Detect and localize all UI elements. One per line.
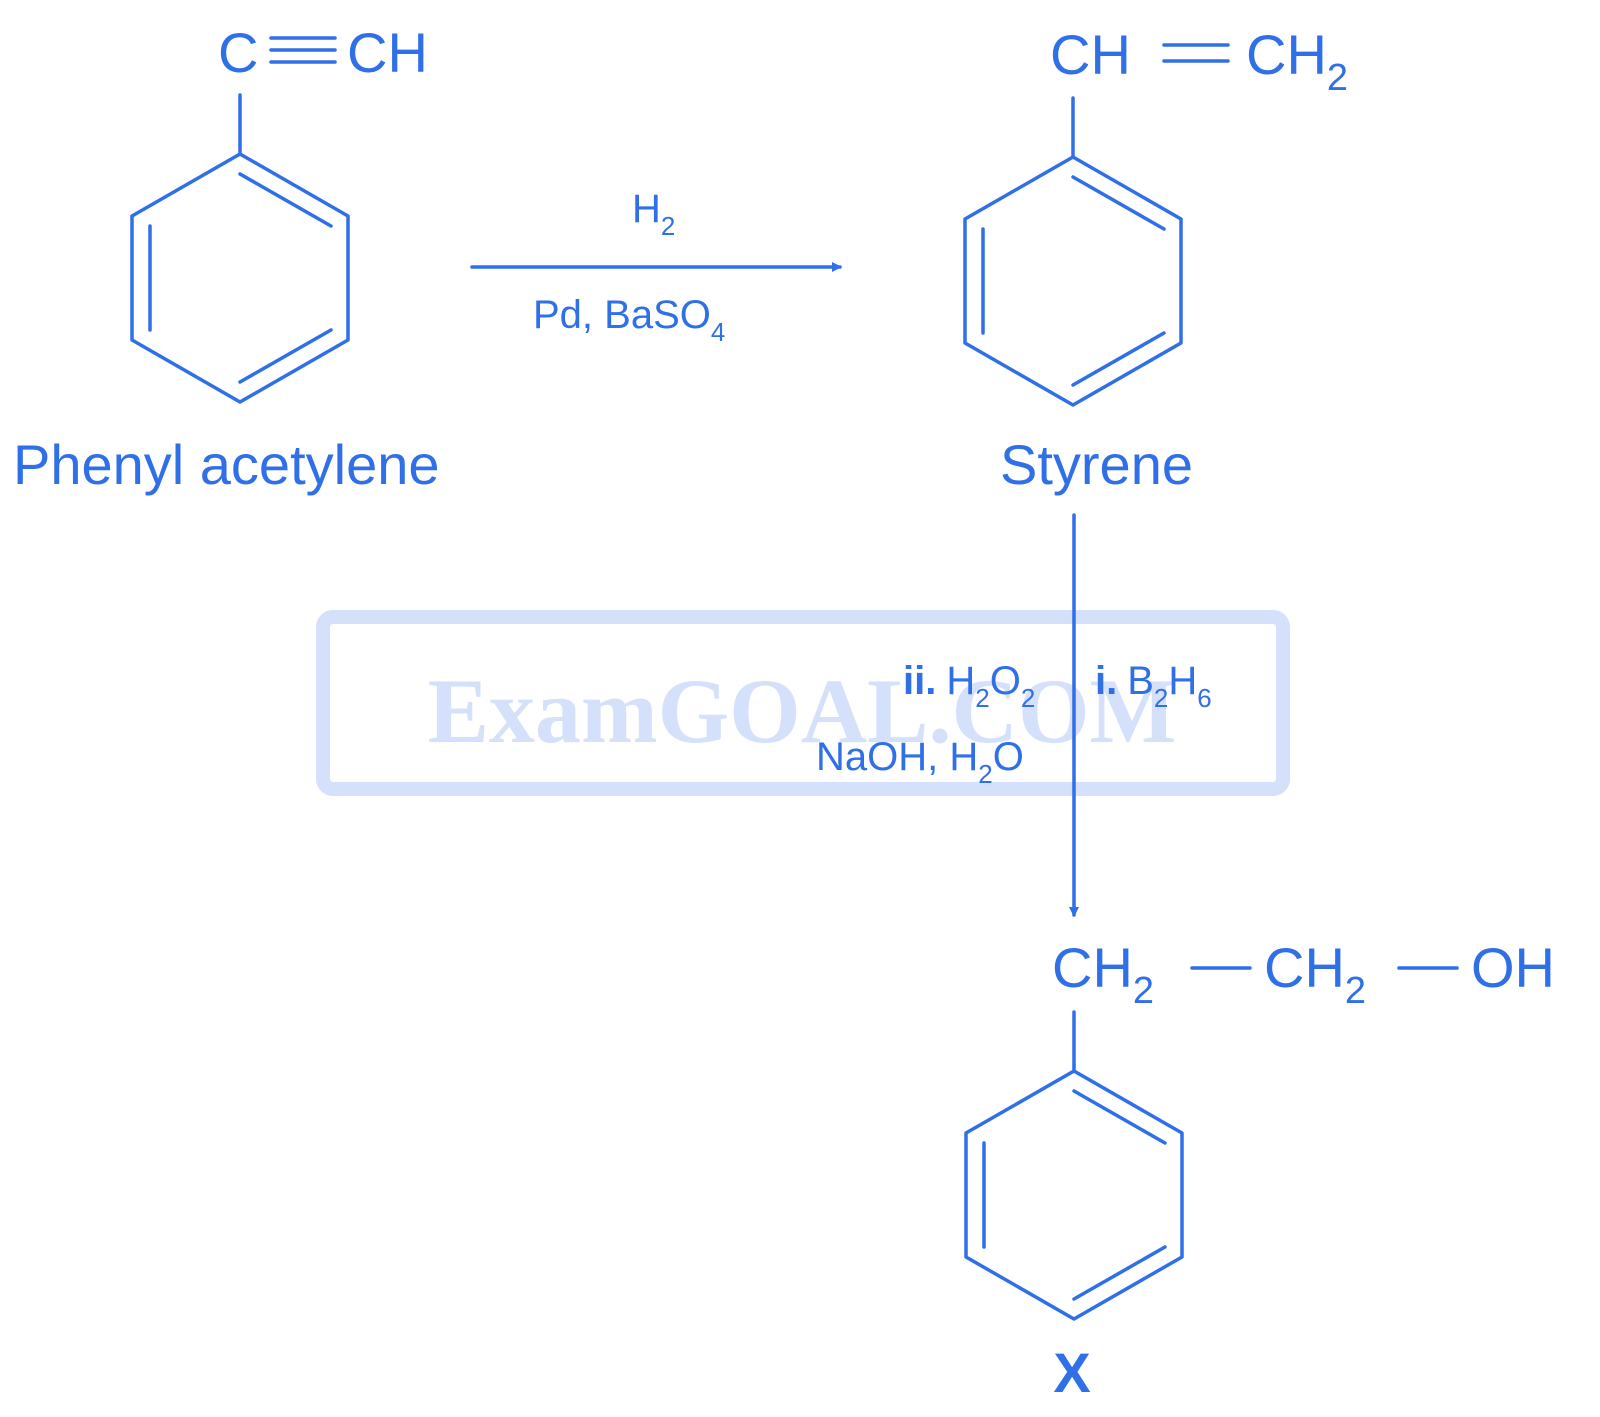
product-x-structure: CH2 CH2 OH X [964, 936, 1555, 1404]
reagent-base-water: NaOH, H2O [816, 735, 1024, 789]
hydroboration-step: ii.H2O2 i.B2H6 NaOH, H2O [816, 513, 1212, 917]
alkyne-carbon-label: C [218, 21, 258, 84]
reagent-diborane: i.B2H6 [1095, 659, 1212, 713]
reagent-catalyst: Pd, BaSO4 [533, 293, 725, 347]
alkyne-ch-label: CH [347, 21, 428, 84]
styrene-structure: CH CH2 Styrene [963, 23, 1348, 496]
reagent-peroxide: ii.H2O2 [903, 659, 1035, 713]
benzene-ring [130, 152, 350, 404]
triple-bond [269, 36, 337, 64]
chain-ch2-second: CH2 [1264, 936, 1366, 1012]
hydroxyl-label: OH [1471, 936, 1555, 999]
vinyl-ch2-label: CH2 [1246, 23, 1348, 99]
benzene-ring [964, 1069, 1184, 1321]
hydrogenation-step: H2 Pd, BaSO4 [470, 187, 842, 347]
benzene-ring [963, 155, 1183, 407]
intermediate-name: Styrene [1000, 433, 1193, 496]
watermark-frame [316, 610, 1290, 796]
phenyl-acetylene-structure: C CH Phenyl acetylene [13, 21, 440, 496]
reagent-hydrogen: H2 [632, 187, 675, 241]
watermark-text: ExamGOAL.COM [428, 660, 1177, 762]
chain-ch2-first: CH2 [1052, 936, 1154, 1012]
vinyl-ch-label: CH [1050, 23, 1131, 86]
double-bond [1162, 43, 1230, 63]
watermark: ExamGOAL.COM [316, 610, 1290, 796]
reactant-name: Phenyl acetylene [13, 433, 440, 496]
product-name: X [1053, 1341, 1090, 1404]
